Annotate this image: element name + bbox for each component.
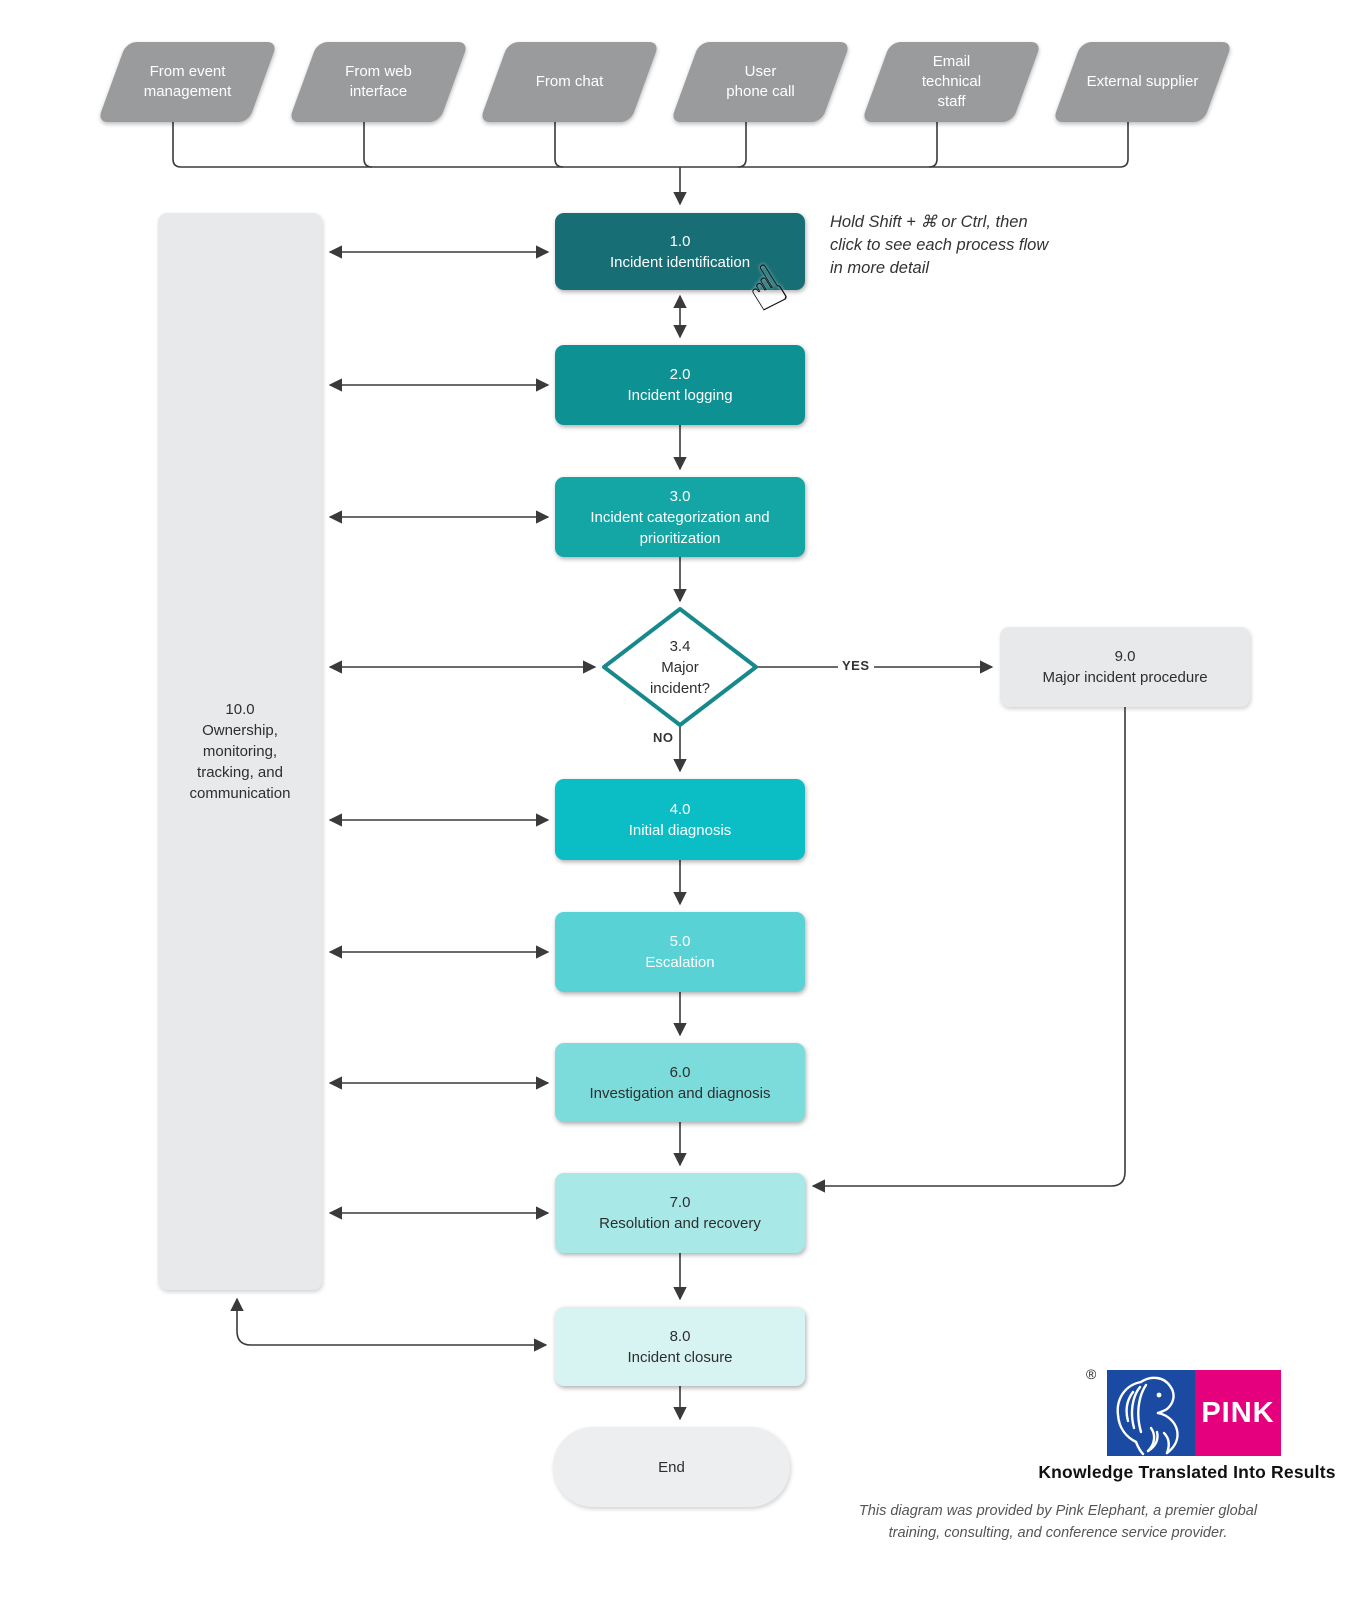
hint-text: Hold Shift + ⌘ or Ctrl, then click to se… [830, 213, 1049, 277]
source-email-technical-staff: Email technical staff [859, 42, 1044, 122]
process-id: 9.0 [1114, 648, 1136, 665]
drop-web-interface [363, 122, 373, 168]
process-id: 10.0 [225, 701, 255, 718]
process-label: Incident logging [627, 387, 733, 404]
process-label: Investigation and diagnosis [589, 1084, 771, 1102]
process-10-ownership-monitoring[interactable]: 10.0 Ownership, monitoring, tracking, an… [158, 213, 322, 1290]
process-label: Initial diagnosis [628, 821, 732, 839]
drop-event-management [172, 122, 182, 168]
source-chat: From chat [477, 42, 662, 122]
brand-tagline: Knowledge Translated Into Results [1038, 1462, 1336, 1482]
process-id: 4.0 [669, 800, 691, 818]
source-label: From web interface [345, 63, 412, 100]
end-node: End [553, 1427, 790, 1507]
source-label: External supplier [1086, 73, 1199, 90]
drop-phone-call [737, 122, 747, 168]
process-4-initial-diagnosis[interactable]: 4.0 Initial diagnosis [555, 779, 805, 860]
process-2-incident-logging[interactable]: 2.0 Incident logging [555, 345, 805, 425]
arrow-major-procedure-resolution [811, 707, 1126, 1193]
process-label: Incident closure [627, 1348, 733, 1366]
end-label: End [658, 1458, 685, 1476]
process-id: 1.0 [669, 232, 691, 250]
process-label: Major incident? [649, 658, 711, 697]
process-id: 3.0 [669, 487, 691, 505]
decision-diamond[interactable] [602, 607, 758, 727]
source-label: From event management [143, 63, 232, 100]
source-phone-call: User phone call [668, 42, 853, 122]
process-id: 8.0 [669, 1327, 691, 1345]
source-event-management: From event management [95, 42, 280, 122]
source-external-supplier: External supplier [1050, 42, 1235, 122]
process-label: Incident identification [609, 253, 751, 271]
process-label: Resolution and recovery [599, 1215, 761, 1232]
drop-chat [554, 122, 564, 168]
process-id: 3.4 [669, 637, 691, 655]
process-6-investigation-diagnosis[interactable]: 6.0 Investigation and diagnosis [555, 1043, 805, 1122]
decision-3-4-major-incident[interactable]: 3.4 Major incident? [604, 618, 756, 716]
process-7-resolution-recovery[interactable]: 7.0 Resolution and recovery [555, 1173, 805, 1253]
registered-trademark-symbol: ® [1086, 1366, 1097, 1382]
process-5-escalation[interactable]: 5.0 Escalation [555, 912, 805, 992]
pink-elephant-logo: PINK [1107, 1370, 1281, 1456]
process-label: Escalation [645, 954, 715, 971]
drop-external-supplier [1119, 122, 1129, 168]
process-id: 2.0 [669, 366, 691, 383]
flow-arrows [673, 294, 1126, 1421]
process-id: 6.0 [669, 1063, 691, 1081]
attribution-text: This diagram was provided by Pink Elepha… [858, 1503, 1258, 1541]
arrow-closure-ownership [230, 1297, 548, 1352]
source-label: From chat [535, 73, 604, 90]
ownership-double-arrows [230, 245, 597, 1352]
process-1-incident-identification[interactable]: 1.0 Incident identification [555, 213, 805, 290]
process-8-incident-closure[interactable]: 8.0 Incident closure [555, 1307, 805, 1386]
drop-email-staff [928, 122, 938, 168]
edge-label-no: NO [649, 729, 678, 746]
process-label: Incident categorization and prioritizati… [590, 508, 770, 547]
process-label: Ownership, monitoring, tracking, and com… [189, 722, 291, 802]
source-label: User phone call [726, 63, 795, 100]
logo-text: PINK [1201, 1396, 1275, 1429]
process-id: 5.0 [669, 933, 691, 950]
process-label: Major incident procedure [1042, 669, 1208, 686]
edge-label-yes: YES [838, 657, 874, 674]
process-id: 7.0 [669, 1194, 691, 1211]
source-label: Email technical staff [921, 53, 982, 110]
logo-wordmark-panel: PINK [1195, 1370, 1281, 1456]
source-bus-lines [172, 122, 1129, 206]
elephant-icon [1107, 1370, 1195, 1456]
process-3-incident-categorization[interactable]: 3.0 Incident categorization and prioriti… [555, 477, 805, 557]
source-web-interface: From web interface [286, 42, 471, 122]
process-9-major-incident-procedure[interactable]: 9.0 Major incident procedure [1000, 627, 1250, 707]
